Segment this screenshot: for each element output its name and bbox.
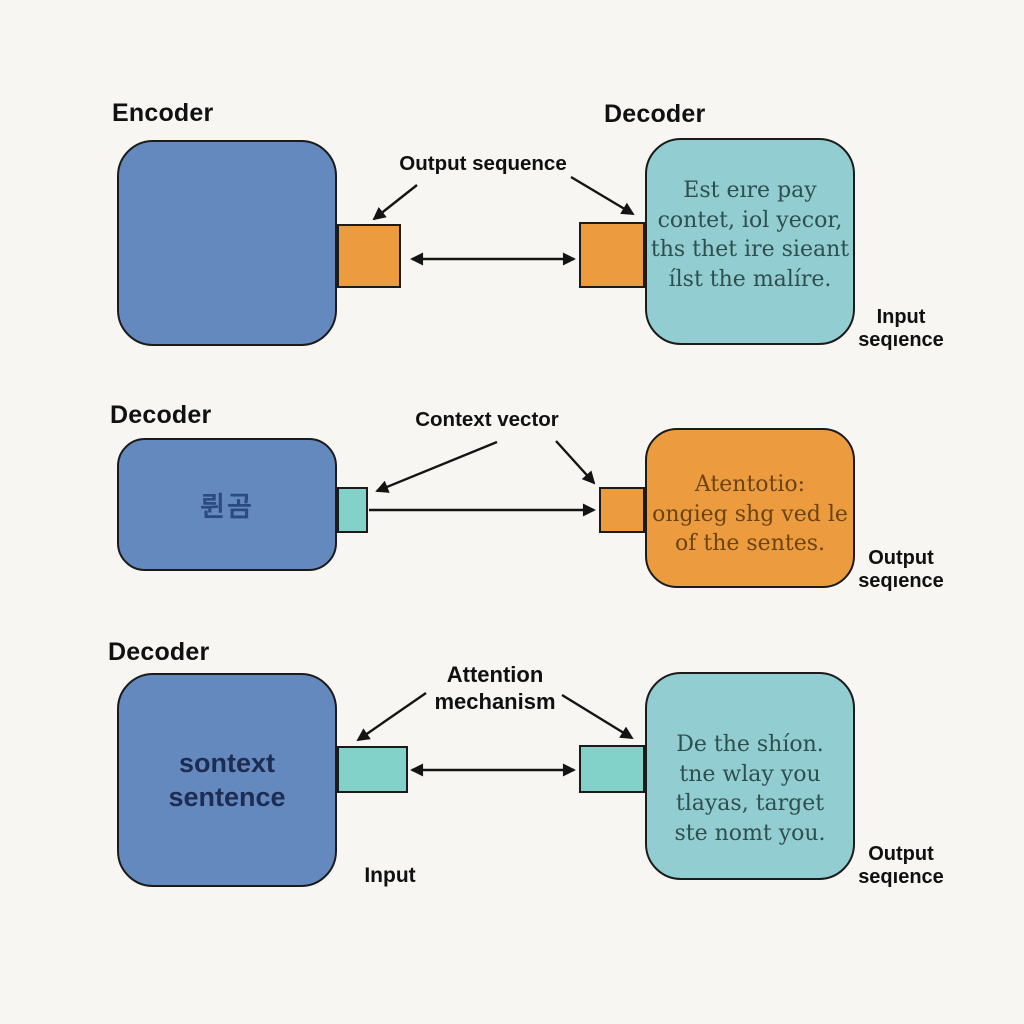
row1-output-sequence-label: Output sequence bbox=[399, 152, 567, 175]
side-label-line: Output bbox=[868, 547, 934, 569]
row3-output-box: De the shíon. tne wlay you tlayas, targe… bbox=[645, 672, 855, 880]
side-label-line: seqıence bbox=[858, 570, 944, 592]
row3-decoder-box: sontext sentence bbox=[117, 673, 337, 887]
row3-output-box-text: De the shíon. tne wlay you tlayas, targe… bbox=[647, 730, 853, 848]
row2-decoder-box-text: 륀곰 bbox=[200, 492, 254, 523]
text-line: tne wlay you bbox=[679, 761, 821, 787]
text-line: ste nomt you. bbox=[674, 820, 826, 846]
row2-context-vector-rect-left bbox=[337, 487, 368, 533]
row1-decoder-connector-rect bbox=[579, 222, 645, 288]
text-line: Atentotio: bbox=[694, 472, 806, 497]
text-line: sontext bbox=[178, 748, 276, 778]
side-label-line: Input bbox=[876, 306, 926, 328]
row2-context-vector-label: Context vector bbox=[415, 408, 559, 431]
row1-encoder-connector-rect bbox=[337, 224, 401, 288]
arrow-output-seq-to-right-rect bbox=[570, 175, 635, 216]
text-line: of the sentes. bbox=[674, 531, 826, 556]
text-line: tlayas, target bbox=[675, 791, 825, 816]
row2-attention-box-text: Atentotio: ongieg shg ved le of the sent… bbox=[647, 470, 853, 559]
text-line: ths thet ire sieant bbox=[650, 237, 850, 262]
row3-attention-rect-right bbox=[579, 745, 645, 793]
row2-output-sequence-label: Output seqıence bbox=[855, 547, 947, 593]
row1-encoder-box bbox=[117, 140, 337, 346]
row3-attention-mechanism-label: Attention mechanism bbox=[415, 661, 575, 715]
row2-context-vector-rect-right bbox=[599, 487, 645, 533]
row1-input-sequence-label: Input seqıence bbox=[855, 306, 947, 352]
row3-input-label: Input bbox=[364, 864, 416, 887]
side-label-line: seqıence bbox=[858, 329, 944, 351]
label-line: Attention bbox=[446, 662, 544, 687]
row2-attention-box: Atentotio: ongieg shg ved le of the sent… bbox=[645, 428, 855, 588]
side-label-line: Output bbox=[868, 843, 934, 865]
row2-decoder-box: 륀곰 bbox=[117, 438, 337, 571]
row2-decoder-label: Decoder bbox=[110, 401, 212, 429]
row1-encoder-label: Encoder bbox=[112, 99, 214, 127]
text-line: ongieg shg ved le bbox=[652, 501, 848, 527]
text-line: contet, iol yecor, bbox=[657, 207, 843, 233]
arrow-context-vector-to-right-rect bbox=[555, 440, 596, 485]
label-line: mechanism bbox=[434, 689, 556, 714]
row1-decoder-label: Decoder bbox=[604, 100, 706, 128]
row3-attention-rect-left bbox=[337, 746, 408, 793]
side-label-line: seqıence bbox=[858, 866, 944, 888]
arrow-output-seq-to-left-rect bbox=[372, 184, 418, 221]
row3-decoder-label: Decoder bbox=[108, 638, 210, 666]
arrow-context-vector-to-left-rect bbox=[375, 440, 498, 493]
text-line: Est eıre pay bbox=[683, 178, 817, 203]
text-line: De the shíon. bbox=[676, 732, 824, 757]
text-line: ílst the malíre. bbox=[668, 266, 832, 292]
row3-decoder-box-text: sontext sentence bbox=[168, 746, 285, 814]
row1-decoder-box-text: Est eıre pay contet, iol yecor, ths thet… bbox=[647, 176, 853, 294]
row1-decoder-box: Est eıre pay contet, iol yecor, ths thet… bbox=[645, 138, 855, 345]
text-line: sentence bbox=[168, 782, 286, 812]
row3-output-sequence-label: Output seqıence bbox=[855, 843, 947, 889]
